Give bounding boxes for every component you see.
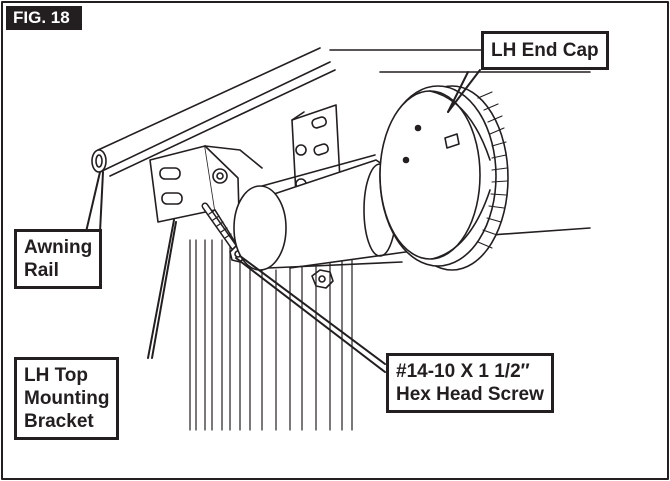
- callout-lh-end-cap-text: LH End Cap: [491, 40, 599, 61]
- callout-screw-line-1: #14-10 X 1 1/2″: [396, 361, 530, 382]
- leader-lines: [85, 69, 481, 373]
- callout-hex-head-screw: #14-10 X 1 1/2″ Hex Head Screw: [386, 353, 554, 413]
- callout-bracket-line-3: Bracket: [24, 411, 94, 432]
- end-cap-disc: [379, 85, 509, 271]
- callout-awning-rail-line-2: Rail: [24, 260, 59, 281]
- lh-top-mounting-bracket: [149, 145, 263, 251]
- post-hex-nut: [311, 269, 334, 289]
- figure-number-tag: FIG. 18: [6, 6, 82, 30]
- awning-rail: [91, 47, 336, 177]
- callout-lh-top-mounting-bracket: LH Top Mounting Bracket: [14, 357, 120, 440]
- callout-awning-rail-line-1: Awning: [24, 237, 93, 258]
- callout-screw-line-2: Hex Head Screw: [396, 384, 544, 405]
- callout-bracket-line-1: LH Top: [24, 365, 89, 386]
- callout-lh-end-cap: LH End Cap: [481, 31, 609, 70]
- callout-bracket-line-2: Mounting: [24, 388, 110, 409]
- callout-awning-rail: Awning Rail: [14, 229, 103, 289]
